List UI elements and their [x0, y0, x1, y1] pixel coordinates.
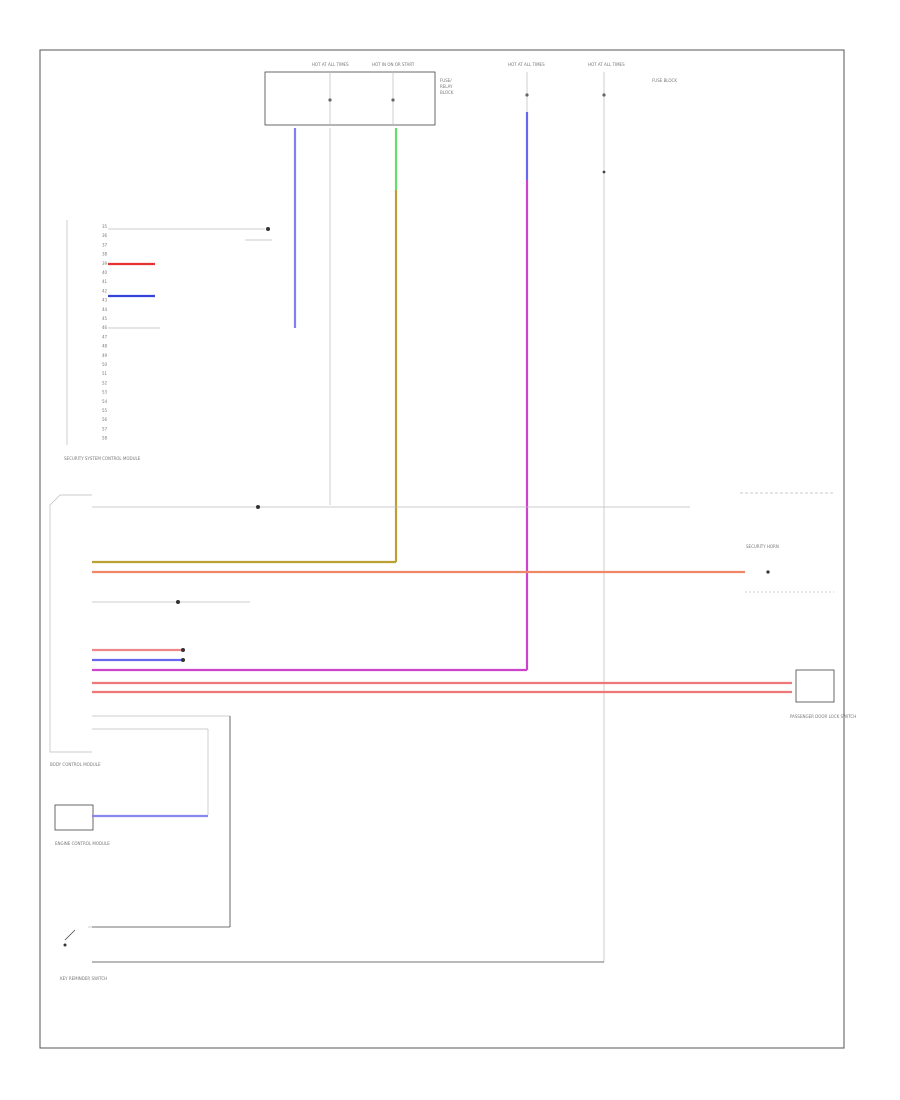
right-component-label: SECURITY HORN [746, 544, 779, 549]
pin-label: 39 [102, 261, 108, 266]
key-switch-symbol [63, 926, 92, 947]
fuse-block-right: HOT AT ALL TIMES HOT AT ALL TIMES FUSE B… [508, 62, 677, 112]
switch-label: KEY REMINDER SWITCH [60, 976, 107, 981]
fuse-block-note-2: FUSE BLOCK [652, 78, 677, 83]
pin-label: 38 [102, 252, 108, 257]
ecm-label: ENGINE CONTROL MODULE [55, 841, 110, 846]
pin-label: 56 [102, 417, 108, 422]
module-pin-column: 35 36 37 38 39 40 41 42 43 44 45 46 47 48 49 50 51 52 53 54… [102, 224, 108, 441]
pin-label: 53 [102, 390, 108, 395]
diagram-frame [39, 49, 845, 1049]
pin-label: 43 [102, 298, 108, 303]
pin-label: 57 [102, 426, 108, 431]
fuse-label-2: HOT IN ON OR START [372, 62, 415, 67]
door-lock-switch-box [795, 669, 835, 703]
bcm-outline [49, 494, 92, 753]
fuse-label-3: HOT AT ALL TIMES [508, 62, 545, 67]
fuse-label-4: HOT AT ALL TIMES [588, 62, 625, 67]
pin-label: 46 [102, 325, 108, 330]
ecm-box [54, 804, 94, 831]
fuse-block-note-1: FUSE/ [440, 78, 452, 83]
pin-label: 42 [102, 288, 108, 293]
pin-label: 35 [102, 224, 108, 229]
pin-label: 44 [102, 307, 108, 312]
pin-label: 37 [102, 242, 108, 247]
fuse-block-left: HOT AT ALL TIMES HOT IN ON OR START FUSE… [264, 62, 454, 126]
pin-label: 58 [102, 436, 108, 441]
svg-text:BLOCK: BLOCK [440, 90, 454, 95]
fuse-terminal-1 [328, 98, 332, 102]
module-label: SECURITY SYSTEM CONTROL MODULE [64, 456, 141, 461]
pin-label: 48 [102, 344, 108, 349]
fuse-terminal-2 [391, 98, 395, 102]
pin-label: 47 [102, 334, 108, 339]
svg-text:RELAY: RELAY [440, 84, 453, 89]
bcm-label: BODY CONTROL MODULE [50, 762, 101, 767]
pin-label: 52 [102, 380, 108, 385]
pin-label: 41 [102, 279, 108, 284]
pin-label: 50 [102, 362, 108, 367]
door-lock-switch-label: PASSENGER DOOR LOCK SWITCH [790, 714, 856, 719]
pin-label: 45 [102, 316, 108, 321]
pin-label: 55 [102, 408, 108, 413]
pin-label: 40 [102, 270, 108, 275]
pin-label: 51 [102, 371, 108, 376]
pin-label: 54 [102, 399, 108, 404]
pin-label: 36 [102, 233, 108, 238]
fuse-label-1: HOT AT ALL TIMES [312, 62, 349, 67]
pin-label: 49 [102, 353, 108, 358]
